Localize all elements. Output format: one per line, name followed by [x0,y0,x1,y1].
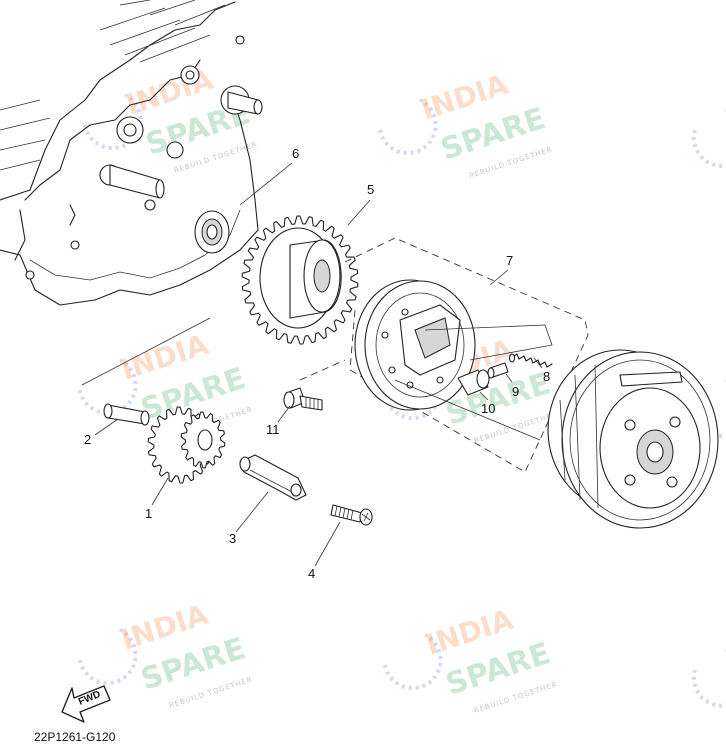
diagram-code: 22P1261-G120 [34,730,116,744]
part-1-idler-gear [147,406,226,484]
watermark-logo: INDIA SPARE REBUILD TOGETHER [383,603,559,715]
callout-5: 5 [367,182,374,197]
callout-6: 6 [292,146,299,161]
part-11-bolt [283,387,323,411]
part-6-oil-seal [194,210,230,254]
watermark-logo: INDIA SPARE REBUILD TOGETHER [378,68,554,180]
callout-11: 11 [266,422,280,437]
watermark-logo-partial [691,648,726,708]
flywheel-rotor [547,349,719,529]
crankcase [0,0,263,306]
callout-3: 3 [229,531,236,546]
part-7-assembly-box [299,237,589,473]
part-8-spring [508,353,553,368]
callout-7: 7 [506,253,513,268]
callout-10: 10 [481,401,495,416]
watermark-layer: INDIA SPARE REBUILD TOGETHER INDIA SPARE… [78,63,726,715]
guide-line [81,317,211,386]
callout-1: 1 [145,506,152,521]
part-4-screw [330,504,373,526]
leader-lines [94,162,543,567]
callout-8: 8 [543,369,550,384]
part-7-starter-clutch [354,279,541,441]
part-3-plate [239,454,307,501]
part-9-plunger [487,362,509,379]
assembly-guide-line [424,324,553,361]
fwd-arrow-icon: FWD [61,685,111,723]
callout-9: 9 [512,384,519,399]
callout-2: 2 [84,432,91,447]
part-5-starter-gear [241,215,359,345]
part-10-roller [457,369,490,396]
callout-4: 4 [308,566,315,581]
watermark-logo-partial [691,108,726,168]
